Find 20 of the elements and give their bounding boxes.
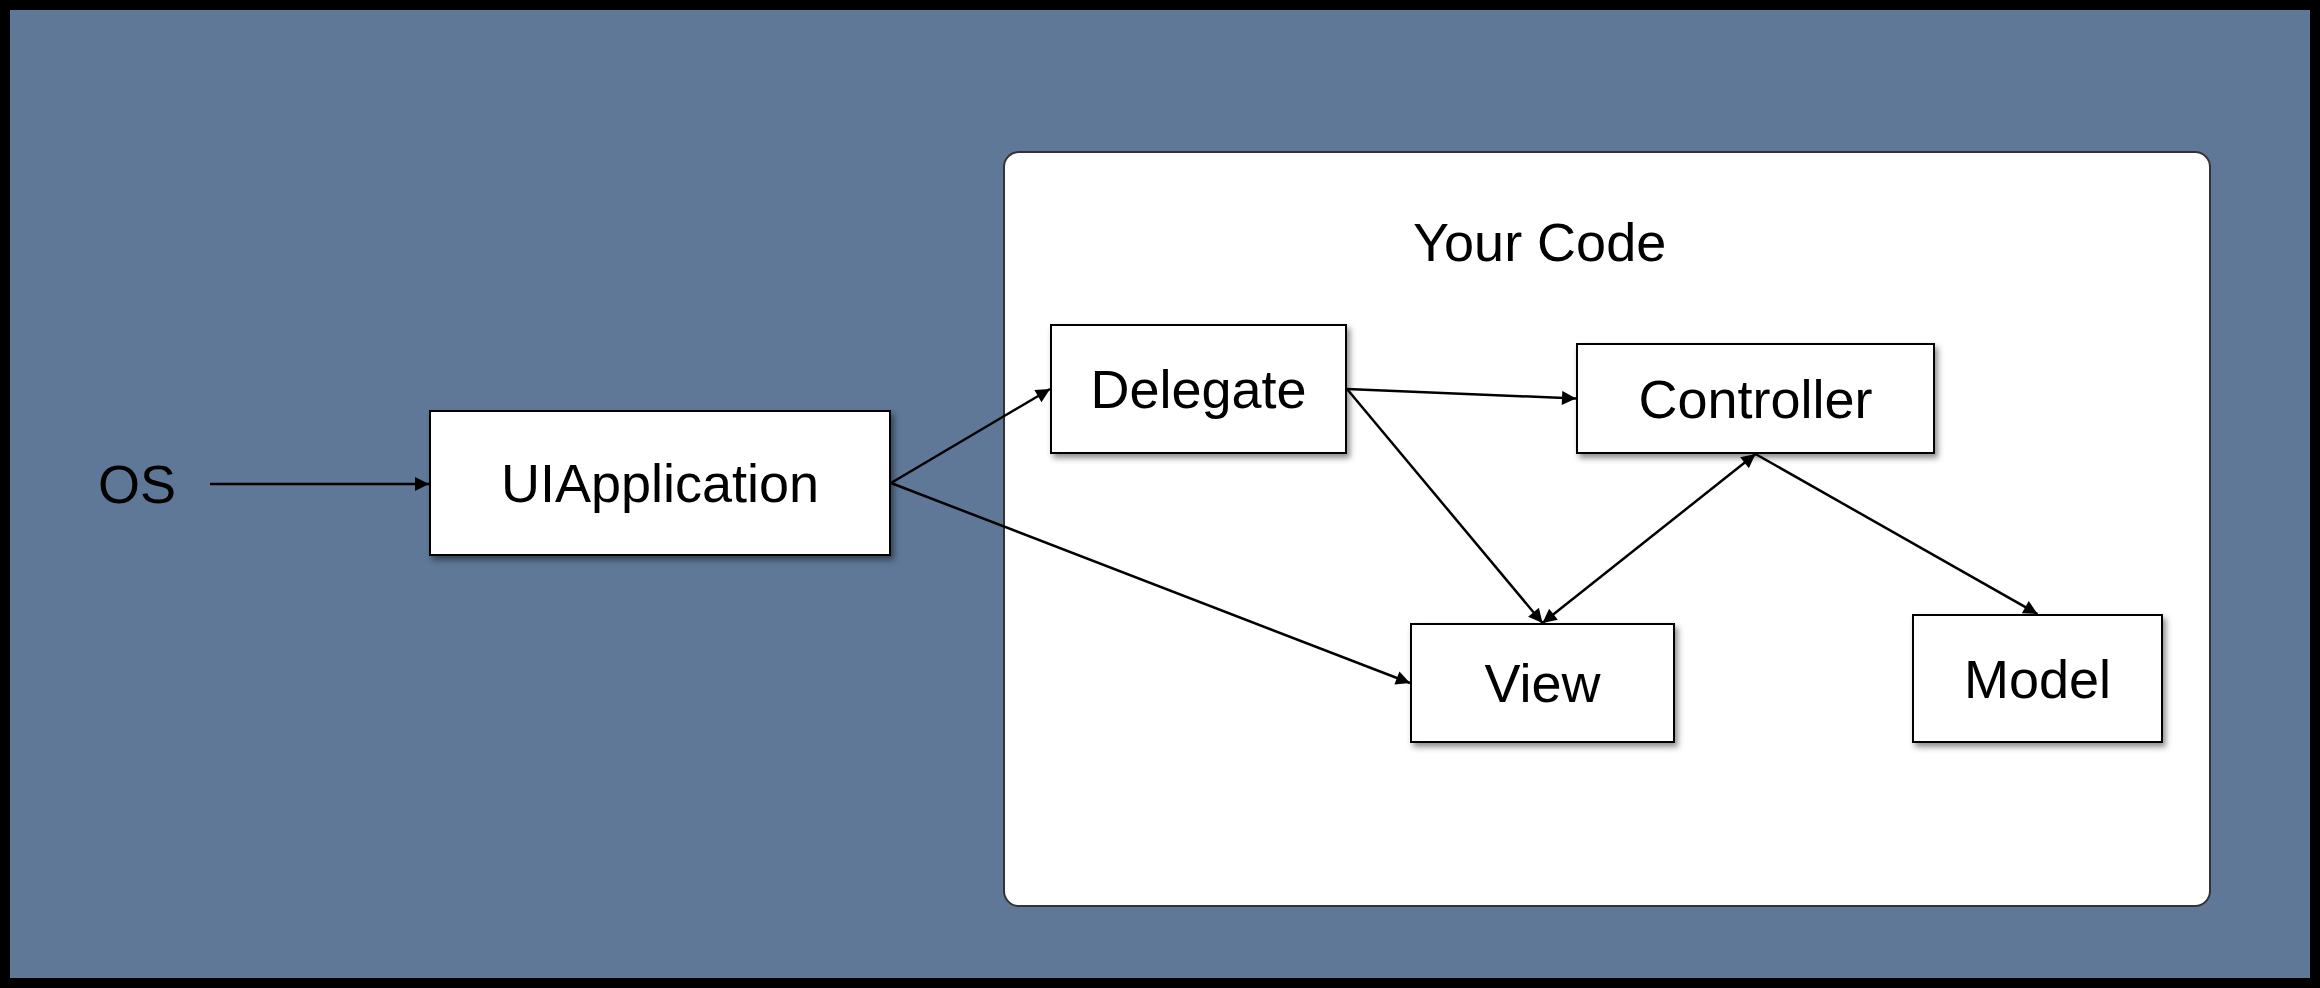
arrow [1346, 388, 1544, 624]
process-box [1410, 623, 1675, 743]
node-label: UIApplication [500, 452, 820, 514]
arrow [1754, 452, 2039, 616]
arrow [890, 481, 1411, 685]
arrow [1541, 453, 1757, 624]
process-box [1050, 324, 1347, 454]
process-box [1576, 343, 1935, 454]
node-label: Model [1963, 647, 2112, 710]
arrow [890, 387, 1051, 485]
arrow [210, 477, 429, 491]
code-panel [1003, 151, 2211, 907]
process-box [1912, 614, 2163, 743]
panel-title: Your Code [1413, 211, 1667, 273]
node-label: View [1484, 652, 1601, 714]
node-label: Delegate [1090, 358, 1307, 420]
process-box [429, 410, 891, 556]
node-label: Controller [1638, 367, 1873, 430]
node-label: OS [98, 453, 176, 515]
arrow [1346, 387, 1577, 405]
